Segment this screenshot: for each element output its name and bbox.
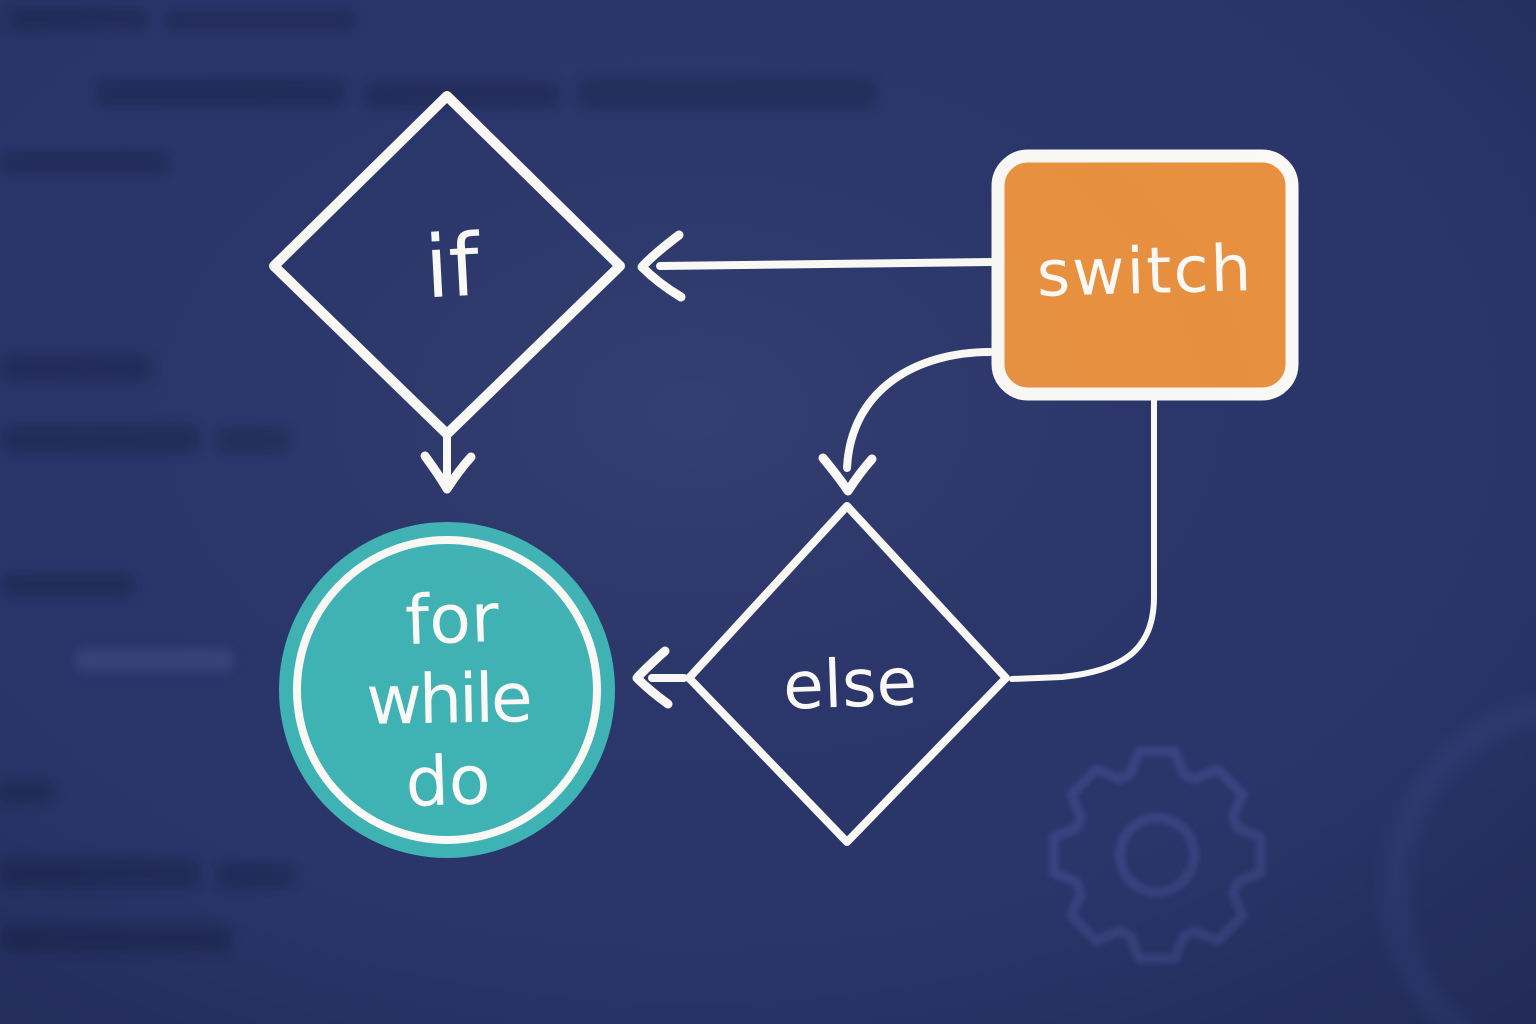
flowchart-canvas: if switch else for while do bbox=[0, 0, 1536, 1024]
vignette-overlay bbox=[0, 0, 1536, 1024]
